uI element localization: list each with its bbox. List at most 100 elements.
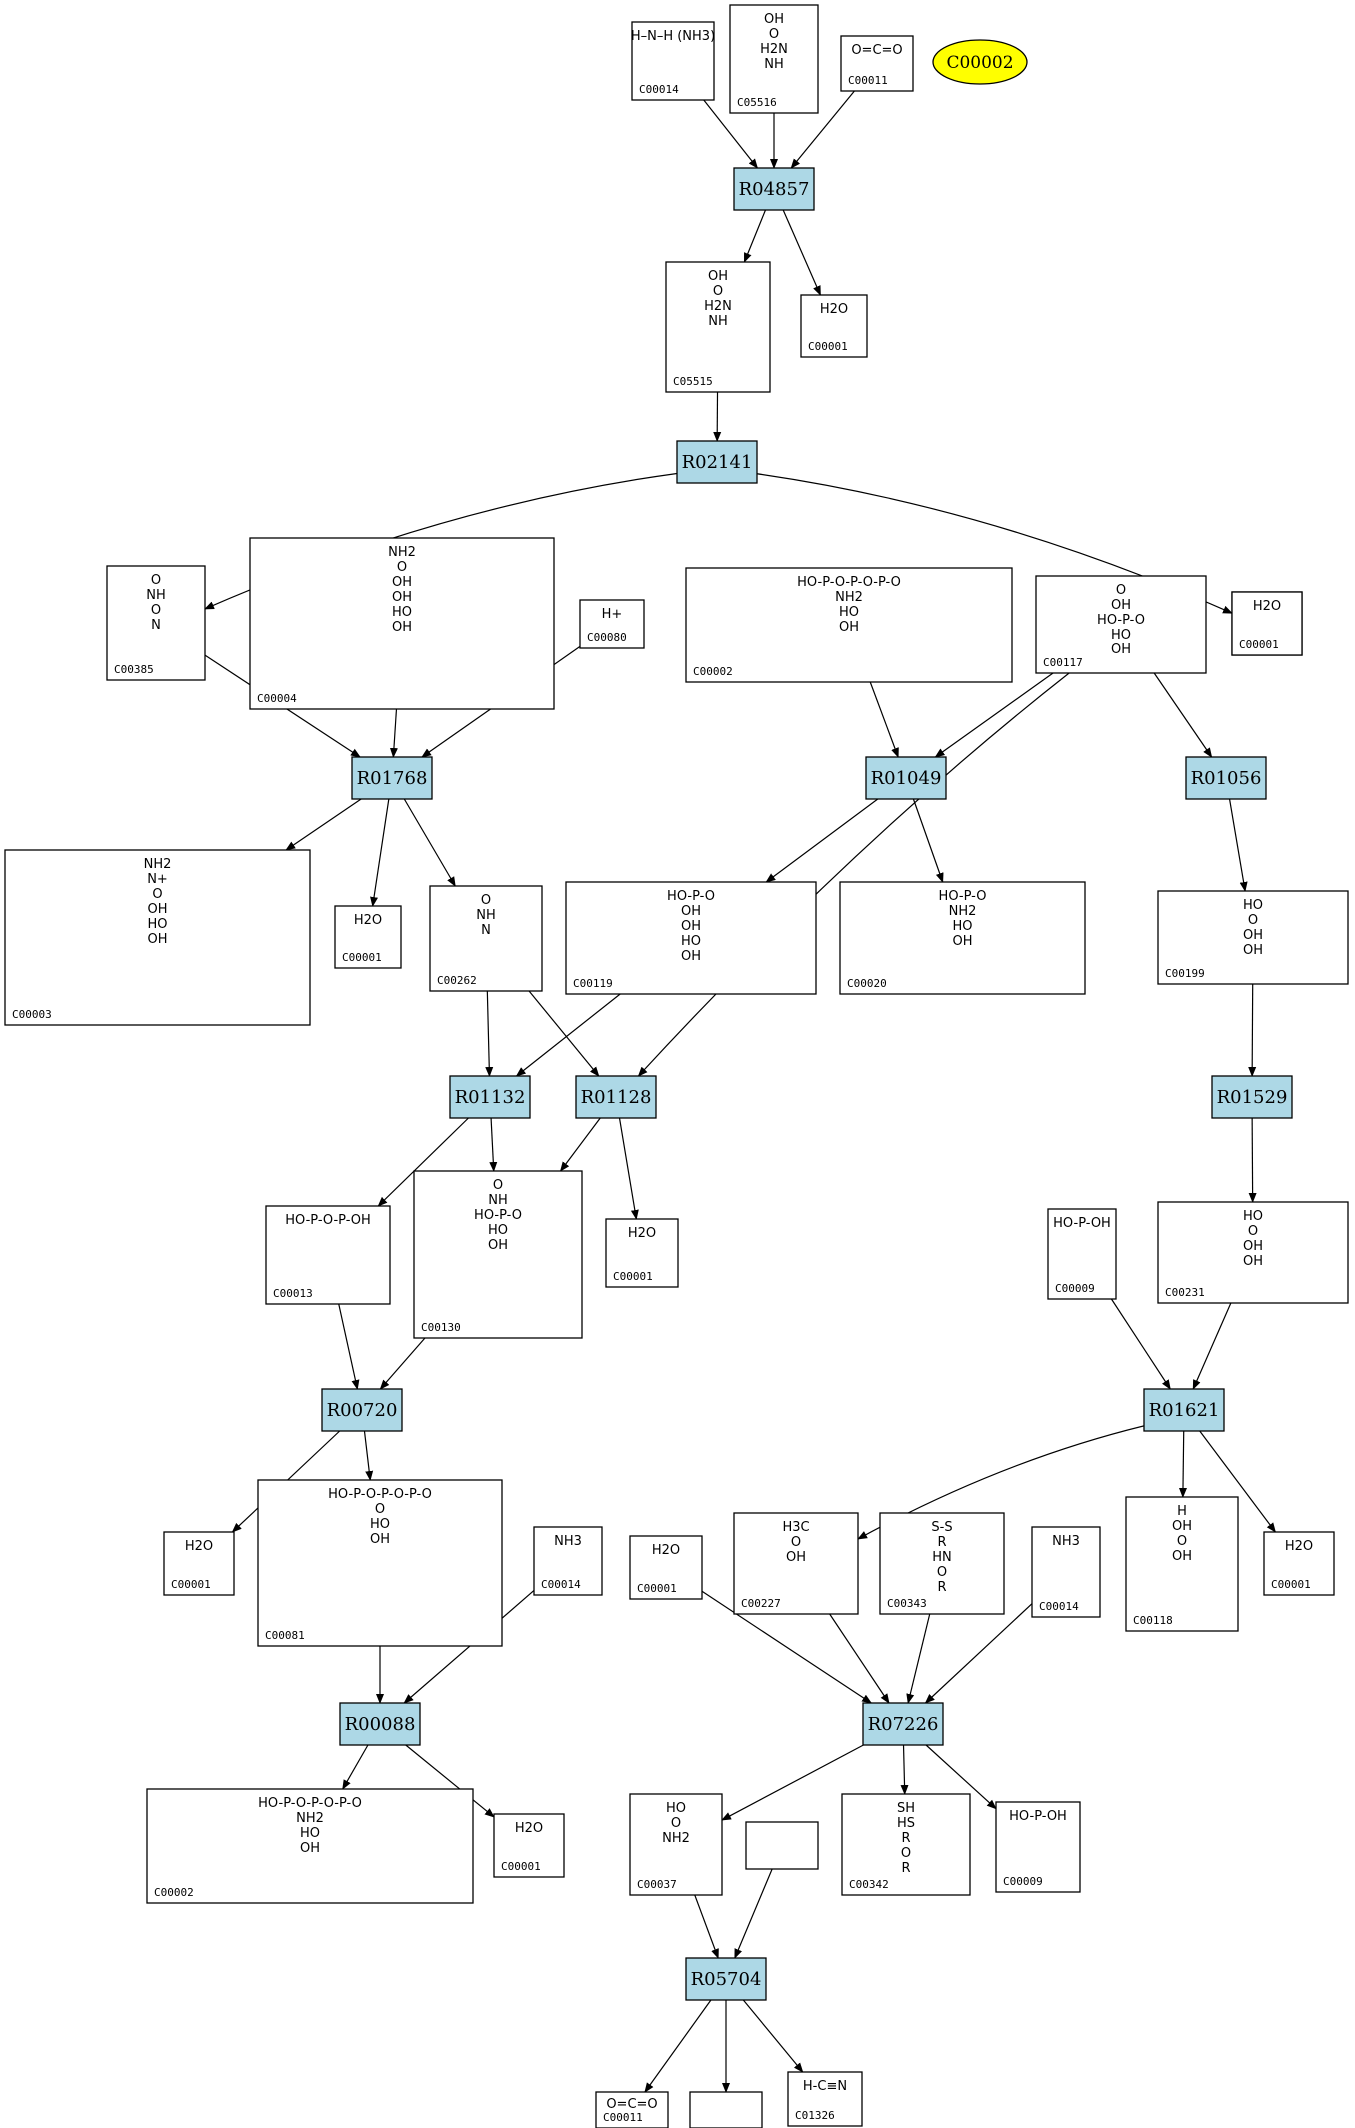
structure-fragment: R xyxy=(901,1831,910,1846)
compound-box xyxy=(1231,591,1303,656)
edge-n18-r9 xyxy=(338,1303,360,1390)
reaction-node[interactable]: R01056 xyxy=(1185,756,1267,800)
structure-fragment: H+ xyxy=(602,607,623,622)
structure-fragment: HO xyxy=(300,1826,320,1841)
reaction-node[interactable]: R01132 xyxy=(449,1075,531,1119)
structure-fragment: HO-P-O-P-OH xyxy=(285,1213,371,1228)
compound-id-label: C00014 xyxy=(1039,1600,1079,1613)
compound-box xyxy=(840,35,914,92)
compound-box xyxy=(839,881,1086,995)
compound-id-label: C00231 xyxy=(1165,1286,1205,1299)
compound-id-label: C00199 xyxy=(1165,967,1205,980)
structure-fragment: NH xyxy=(764,57,784,72)
structure-fragment: N xyxy=(151,618,161,633)
compound-box xyxy=(146,1788,474,1904)
compound-id-label: C00011 xyxy=(848,74,888,87)
edge-layer xyxy=(204,90,1276,2093)
structure-fragment: NH2 xyxy=(835,590,863,605)
compound-id-label: C00009 xyxy=(1003,1875,1043,1888)
compound-node[interactable] xyxy=(689,2091,763,2128)
compound-id-label: C00130 xyxy=(421,1321,461,1334)
reaction-box xyxy=(1211,1075,1293,1119)
structure-fragment: HO xyxy=(1243,1209,1263,1224)
reaction-node[interactable]: R05704 xyxy=(685,1957,767,2001)
compound-id-label: C00119 xyxy=(573,977,613,990)
structure-fragment: H2N xyxy=(760,42,788,57)
compound-node[interactable]: H+C00080 xyxy=(579,599,645,649)
compound-id-label: C01326 xyxy=(795,2109,835,2122)
structure-fragment: H2O xyxy=(628,1226,656,1241)
highlight-compound-node[interactable] xyxy=(932,39,1028,85)
reaction-node[interactable]: R04857 xyxy=(733,167,815,211)
reaction-box xyxy=(862,1702,944,1746)
reaction-node[interactable]: R07226 xyxy=(862,1702,944,1746)
reaction-node[interactable]: R00088 xyxy=(339,1702,421,1746)
structure-fragment: OH xyxy=(764,12,784,27)
compound-id-label: C00002 xyxy=(693,665,733,678)
compound-node[interactable] xyxy=(745,1821,819,1870)
structure-fragment: HO-P-O xyxy=(1097,613,1145,628)
reaction-node[interactable]: R01621 xyxy=(1143,1388,1225,1432)
structure-fragment: HO-P-O xyxy=(667,889,715,904)
structure-fragment: NH xyxy=(488,1193,508,1208)
compound-node[interactable]: H–N–H (NH3)C00014 xyxy=(631,21,715,101)
structure-fragment: NH2 xyxy=(144,857,172,872)
edge-r1-n4 xyxy=(743,209,767,263)
structure-fragment: OH xyxy=(1243,1254,1263,1269)
compound-box xyxy=(106,565,206,681)
reaction-node[interactable]: R00720 xyxy=(321,1388,403,1432)
structure-fragment: OH xyxy=(1243,1239,1263,1254)
structure-fragment: OH xyxy=(1243,928,1263,943)
edge-n10-r7 xyxy=(637,672,1070,1077)
reaction-node[interactable]: R01049 xyxy=(865,756,947,800)
structure-fragment: OH xyxy=(708,269,728,284)
structure-fragment: HS xyxy=(897,1816,915,1831)
compound-id-label: C00001 xyxy=(171,1578,211,1591)
reaction-node[interactable]: R02141 xyxy=(676,440,758,484)
reaction-node[interactable]: R01529 xyxy=(1211,1075,1293,1119)
edge-r8-n22 xyxy=(1248,1117,1257,1203)
reaction-node[interactable]: R01768 xyxy=(351,756,433,800)
reaction-label: R00720 xyxy=(327,1400,398,1421)
edge-n26-r12 xyxy=(701,1590,873,1704)
structure-fragment: HO xyxy=(147,917,167,932)
structure-fragment: OH xyxy=(370,1532,390,1547)
reaction-node[interactable]: R01128 xyxy=(575,1075,657,1119)
